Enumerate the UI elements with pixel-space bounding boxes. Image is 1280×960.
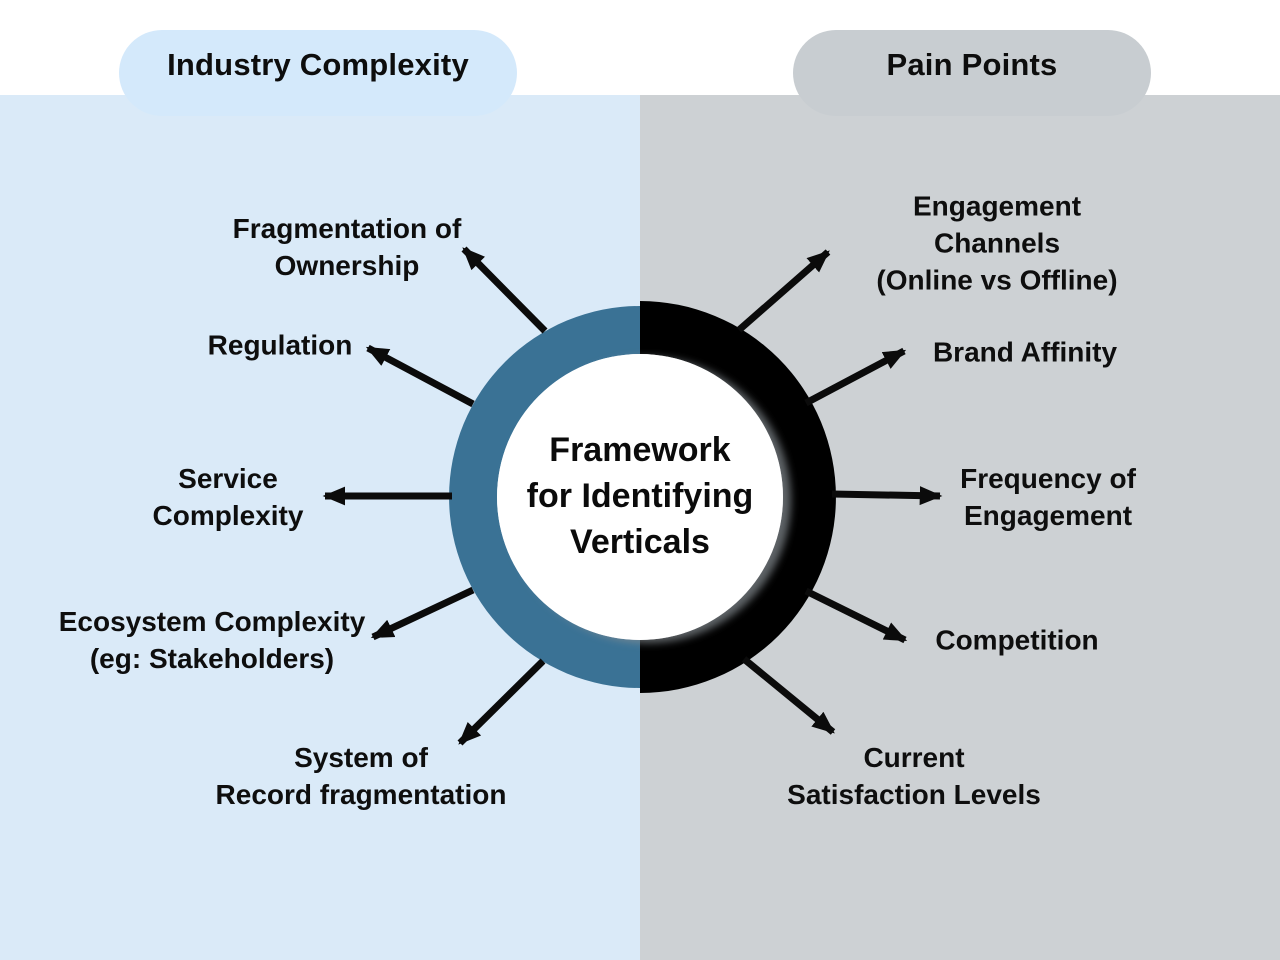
arrow-regulation	[365, 344, 475, 408]
arrow-competition	[804, 587, 908, 644]
spoke-label-brand-affinity: Brand Affinity	[932, 336, 1118, 368]
spoke-label-service-complexity: Service Complexity	[152, 463, 304, 531]
arrow-ecosystem-complexity	[370, 586, 475, 641]
pain-points-header: Pain Points	[793, 30, 1151, 116]
spoke-label-system-of-record: System of Record fragmentation	[215, 742, 507, 810]
arrow-current-satisfaction	[741, 656, 836, 735]
spoke-label-frequency-of-engagement: Frequency of Engagement	[960, 463, 1136, 531]
spoke-label-current-satisfaction: Current Satisfaction Levels	[787, 742, 1041, 810]
spoke-label-fragmentation-of-ownership: Fragmentation of Ownership	[232, 213, 462, 281]
industry-complexity-header-label: Industry Complexity	[167, 47, 469, 82]
arrow-system-of-record	[457, 658, 546, 746]
spoke-label-regulation: Regulation	[207, 329, 353, 361]
pain-points-header-label: Pain Points	[886, 47, 1058, 82]
spoke-label-engagement-channels: Engagement Channels (Online vs Offline)	[876, 190, 1118, 296]
center-title: Framework for Identifying Verticals	[526, 431, 754, 561]
arrow-brand-affinity	[804, 347, 907, 407]
arrow-fragmentation-of-ownership	[461, 246, 548, 334]
arrow-engagement-channels	[736, 249, 831, 333]
spoke-label-competition: Competition	[935, 624, 1099, 656]
ring-right-half	[640, 301, 836, 693]
arrow-frequency-of-engagement	[831, 486, 943, 506]
spoke-label-ecosystem-complexity: Ecosystem Complexity (eg: Stakeholders)	[58, 606, 366, 674]
hub-circle	[497, 354, 783, 640]
industry-complexity-header: Industry Complexity	[119, 30, 517, 116]
ring-left-half	[449, 306, 640, 688]
